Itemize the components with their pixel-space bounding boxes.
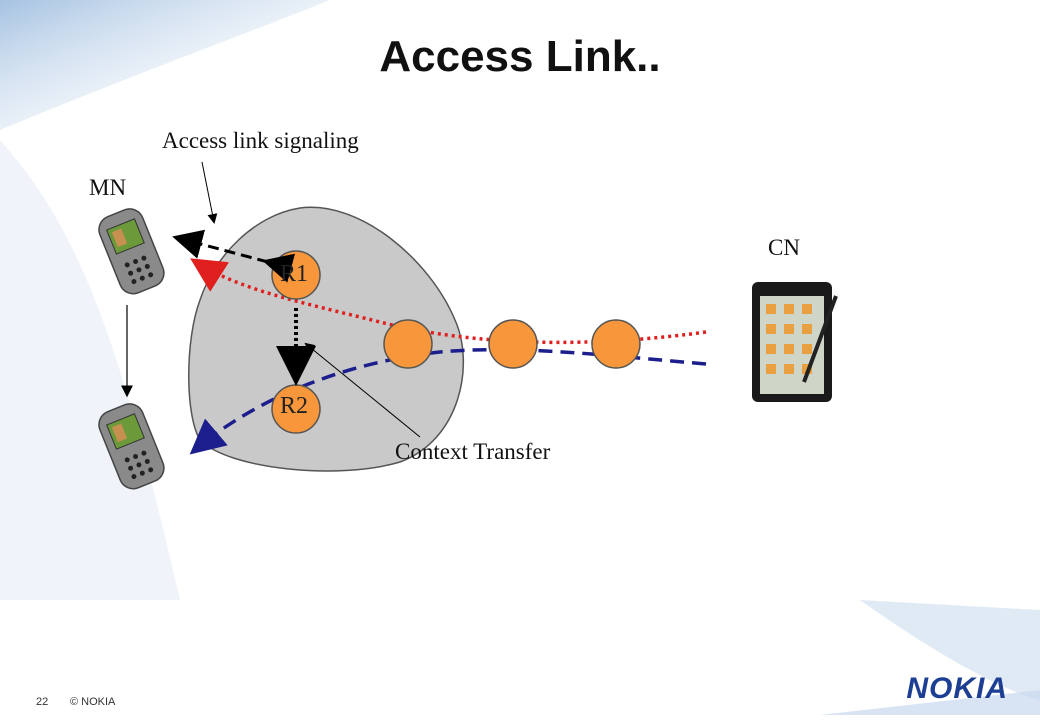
page-number: 22 bbox=[36, 696, 49, 708]
mn-label: MN bbox=[89, 175, 127, 200]
access-signaling-arrow bbox=[172, 229, 296, 283]
phone-icon bbox=[98, 208, 165, 295]
router-core-2 bbox=[488, 319, 538, 369]
pda-icon bbox=[752, 282, 838, 402]
router-core-3 bbox=[591, 319, 641, 369]
router-core-1 bbox=[383, 319, 433, 369]
slide-title: Access Link.. bbox=[379, 32, 661, 81]
r2-label: R2 bbox=[280, 393, 309, 419]
context-transfer-label: Context Transfer bbox=[395, 439, 551, 464]
context-pointer bbox=[304, 342, 421, 438]
signaling-pointer bbox=[201, 161, 218, 224]
phone-icon bbox=[98, 403, 165, 490]
copyright: © NOKIA bbox=[70, 696, 116, 708]
nokia-logo: NOKIA bbox=[906, 672, 1008, 705]
access-link-signaling-label: Access link signaling bbox=[162, 128, 359, 153]
cn-label: CN bbox=[768, 235, 800, 260]
r1-label: R1 bbox=[280, 261, 309, 287]
